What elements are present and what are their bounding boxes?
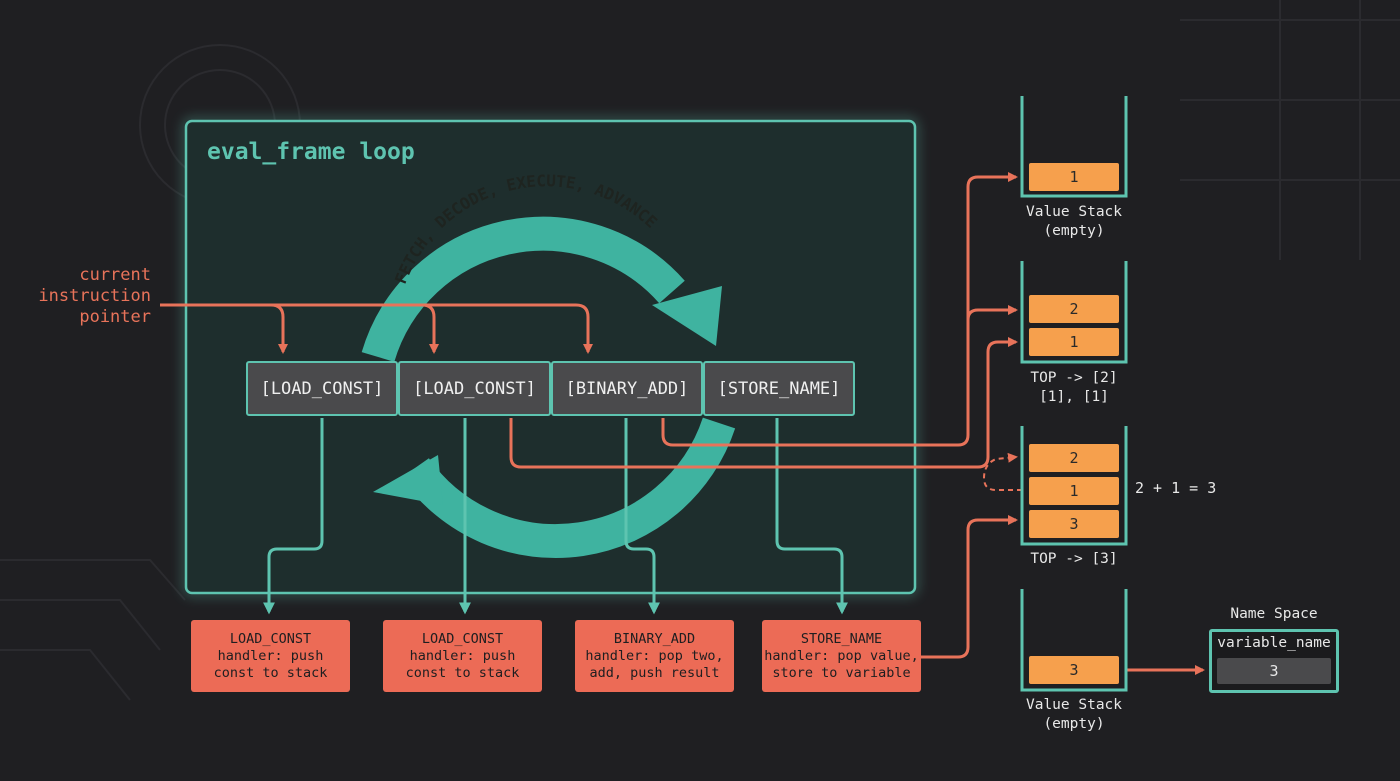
instruction-pointer-arrows — [160, 303, 593, 354]
stack-caption-line: Value Stack — [1025, 204, 1123, 220]
handler-load-const-2: LOAD_CONST handler: push const to stack — [383, 620, 542, 692]
stack-2-container — [1020, 261, 1128, 364]
stack-slot: 3 — [1029, 510, 1119, 538]
stack-slot: 2 — [1029, 295, 1119, 323]
stack-4-container — [1020, 589, 1128, 692]
stack-caption: TOP -> [3] — [1004, 550, 1144, 569]
stack-slot: 2 — [1029, 444, 1119, 472]
instruction-load-const-2: [LOAD_CONST] — [398, 361, 551, 416]
namespace-title: Name Space — [1230, 606, 1318, 622]
handler-name: LOAD_CONST — [229, 630, 312, 647]
stack-3-container — [1020, 426, 1128, 546]
stack-slot: 1 — [1029, 328, 1119, 356]
dispatch-lines — [263, 418, 848, 615]
handler-desc-line: const to stack — [213, 664, 328, 681]
handler-binary-add: BINARY_ADD handler: pop two, add, push r… — [575, 620, 734, 692]
handler-desc-line: const to stack — [405, 664, 520, 681]
stack-1-container — [1020, 96, 1128, 198]
stack-caption-line: TOP -> [2] — [1030, 370, 1118, 386]
instruction-pointer-label: current instruction pointer — [20, 265, 151, 328]
stack-caption-line: (empty) — [1043, 223, 1105, 239]
stack-caption-line: Value Stack — [1025, 697, 1123, 713]
handler-desc-line: store to variable — [772, 664, 911, 681]
handler-desc-line: handler: pop value, — [764, 647, 919, 664]
stack-slot: 1 — [1029, 163, 1119, 191]
handler-desc-line: handler: push — [217, 647, 324, 664]
stack-caption: TOP -> [2] [1], [1] — [1004, 369, 1144, 407]
pointer-label-line: pointer — [79, 307, 151, 327]
handler-desc-line: handler: pop two, — [585, 647, 724, 664]
stack-caption: Value Stack (empty) — [1004, 696, 1144, 734]
pop-add-dashed-arrow — [982, 452, 1022, 491]
panel-title: eval_frame loop — [207, 139, 415, 165]
stack-slot: 1 — [1029, 477, 1119, 505]
namespace-variable-name: variable_name — [1217, 635, 1331, 651]
instruction-store-name: [STORE_NAME] — [703, 361, 855, 416]
namespace-variable-value: 3 — [1217, 658, 1331, 684]
handler-desc-line: handler: push — [409, 647, 516, 664]
stack-caption-line: (empty) — [1043, 716, 1105, 732]
stack-containers — [1020, 96, 1128, 692]
pointer-label-line: current — [79, 265, 151, 285]
instruction-binary-add: [BINARY_ADD] — [551, 361, 703, 416]
pointer-label-line: instruction — [38, 286, 151, 306]
stack-caption-line: [1], [1] — [1039, 389, 1109, 405]
stack-slot: 3 — [1029, 656, 1119, 684]
stack-caption-line: TOP -> [3] — [1030, 551, 1118, 567]
eval-frame-panel — [184, 119, 917, 595]
handler-load-const-1: LOAD_CONST handler: push const to stack — [191, 620, 350, 692]
handler-desc-line: add, push result — [589, 664, 720, 681]
stack-caption: Value Stack (empty) — [1004, 203, 1144, 241]
instruction-load-const-1: [LOAD_CONST] — [246, 361, 398, 416]
handler-store-name: STORE_NAME handler: pop value, store to … — [762, 620, 921, 692]
handler-name: LOAD_CONST — [421, 630, 504, 647]
handler-name: BINARY_ADD — [613, 630, 696, 647]
handler-name: STORE_NAME — [800, 630, 883, 647]
stack-flow-arrows — [509, 172, 1205, 675]
addition-equation: 2 + 1 = 3 — [1135, 479, 1217, 497]
